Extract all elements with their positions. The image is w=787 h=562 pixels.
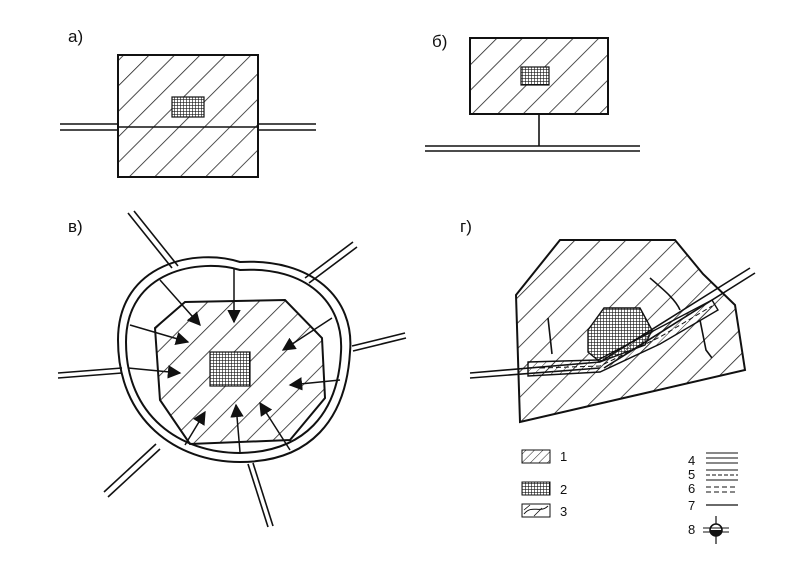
legend-item-5: 5 <box>688 467 738 482</box>
svg-text:1: 1 <box>560 449 567 464</box>
panel-label-g: г) <box>460 217 472 236</box>
svg-text:6: 6 <box>688 481 695 496</box>
radial-roads <box>57 210 407 528</box>
svg-text:8: 8 <box>688 522 695 537</box>
panel-v <box>57 210 407 528</box>
legend-item-1: 1 <box>521 449 567 464</box>
panel-label-v: в) <box>68 217 83 236</box>
svg-text:2: 2 <box>560 482 567 497</box>
legend-item-8: 8 <box>688 516 729 544</box>
legend-item-2: 2 <box>521 481 567 497</box>
legend-item-7: 7 <box>688 498 738 513</box>
panel-label-a: а) <box>68 27 83 46</box>
panel-b <box>425 37 640 152</box>
center-zone-v <box>209 351 251 387</box>
svg-text:3: 3 <box>560 504 567 519</box>
legend: 1 2 3 4 5 6 7 <box>521 449 738 544</box>
svg-text:5: 5 <box>688 467 695 482</box>
panel-label-b: б) <box>432 32 447 51</box>
legend-item-6: 6 <box>688 481 738 496</box>
panel-a <box>60 54 316 178</box>
svg-text:4: 4 <box>688 453 695 468</box>
ring-road-inner <box>124 264 343 455</box>
legend-item-3: 3 <box>521 503 567 519</box>
panel-g <box>469 239 756 424</box>
center-zone-a <box>171 96 205 118</box>
center-zone-b <box>520 66 550 86</box>
flow-arrows <box>127 268 341 453</box>
svg-text:7: 7 <box>688 498 695 513</box>
ring-road-outer <box>116 256 352 464</box>
legend-item-4: 4 <box>688 452 738 468</box>
transit-strip-g <box>527 299 719 377</box>
